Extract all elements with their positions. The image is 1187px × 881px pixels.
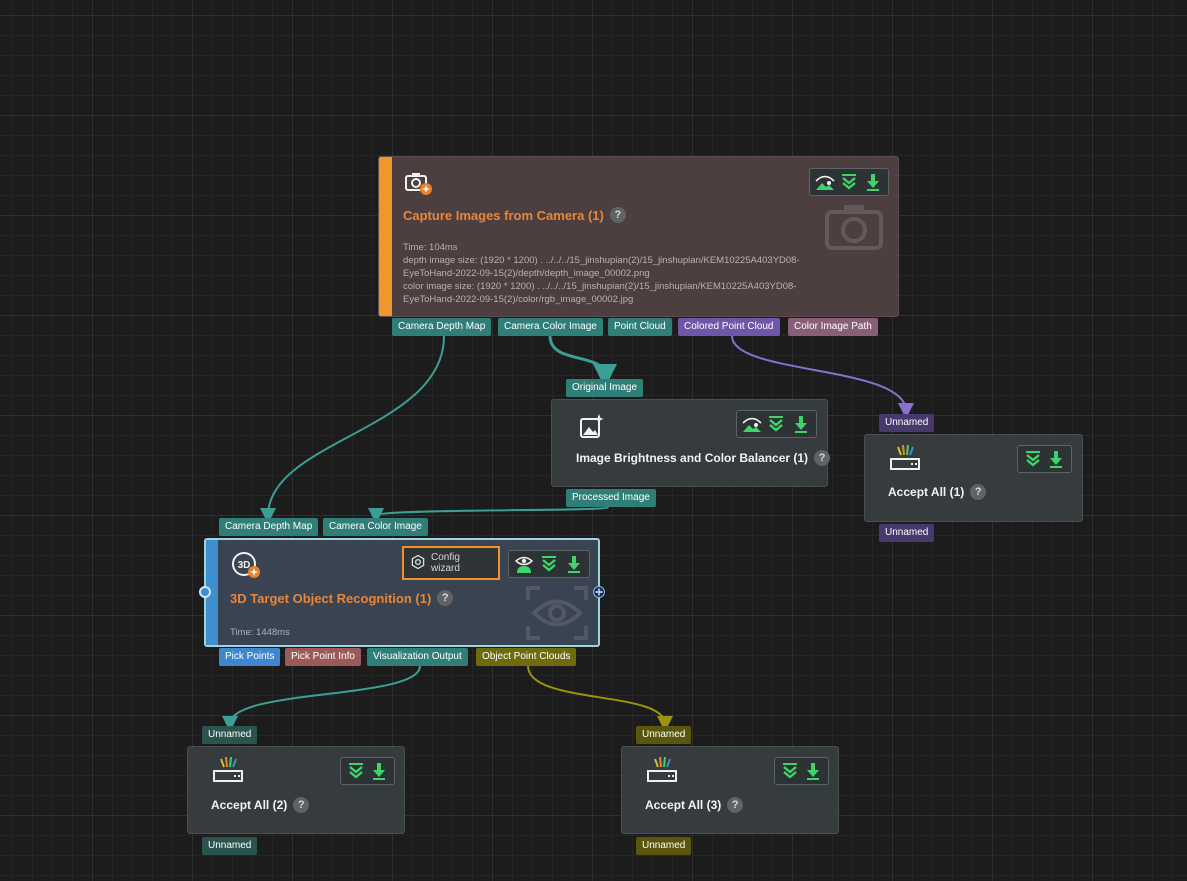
port-camera-depth-map[interactable]: Camera Depth Map: [392, 318, 492, 336]
port-point-cloud[interactable]: Point Cloud: [608, 318, 672, 336]
download-icon[interactable]: [790, 413, 812, 435]
capture-time: Time: 104ms: [403, 242, 458, 253]
accept-all-2-node[interactable]: Accept All (2) ?: [187, 746, 405, 834]
collapse-icon[interactable]: [779, 760, 801, 782]
wire-color-to-brightness: [548, 335, 617, 388]
wire-colored-cloud-to-accept1: [731, 335, 914, 419]
config-wizard-label: Config wizard: [431, 552, 460, 574]
port-unnamed-output[interactable]: Unnamed: [202, 837, 258, 855]
node-accent-bar: [379, 157, 392, 316]
accept-all-1-node[interactable]: Accept All (1) ?: [864, 434, 1083, 522]
help-icon[interactable]: ?: [727, 797, 744, 813]
accept3-node-title: Accept All (3) ?: [645, 797, 744, 813]
accept2-node-title: Accept All (2) ?: [211, 797, 310, 813]
accept-all-icon: [212, 756, 244, 790]
visualize-icon[interactable]: [741, 413, 763, 435]
3d-target-recognition-node[interactable]: 3D Config wizard 3D Target Object Recogn…: [204, 538, 600, 647]
port-unnamed-output[interactable]: Unnamed: [879, 524, 935, 542]
port-unnamed-output[interactable]: Unnamed: [636, 837, 692, 855]
port-object-point-clouds[interactable]: Object Point Clouds: [476, 648, 577, 666]
collapse-icon[interactable]: [765, 413, 787, 435]
port-recog-color-input[interactable]: Camera Color Image: [323, 518, 428, 536]
accept2-node-toolbar: [340, 757, 395, 785]
brightness-node-toolbar: [736, 410, 817, 438]
recognition-time: Time: 1448ms: [230, 627, 290, 638]
download-icon[interactable]: [563, 553, 585, 575]
add-connector-handle[interactable]: [593, 586, 605, 598]
help-icon[interactable]: ?: [814, 450, 831, 466]
accept3-node-toolbar: [774, 757, 829, 785]
wire-visualization-to-accept2: [222, 665, 421, 732]
wire-depth-to-recognition: [260, 335, 445, 524]
color-info-line1: color image size: (1920 * 1200) . ../../…: [403, 281, 797, 292]
wire-pointclouds-to-accept3: [527, 665, 673, 732]
collapse-icon[interactable]: [538, 553, 560, 575]
accept1-node-title: Accept All (1) ?: [888, 484, 987, 500]
settings-icon: [411, 554, 425, 572]
color-info-line2: EyeToHand-2022-09-15(2)/color/rgb_image_…: [403, 294, 634, 305]
plus-icon: [595, 588, 603, 596]
port-camera-color-image[interactable]: Camera Color Image: [498, 318, 603, 336]
eye-icon[interactable]: [513, 553, 535, 575]
image-sparkle-icon: [578, 412, 606, 445]
collapse-icon[interactable]: [345, 760, 367, 782]
capture-node-info: Time: 104ms depth image size: (1920 * 12…: [403, 241, 800, 306]
port-pick-points[interactable]: Pick Points: [219, 648, 281, 666]
brightness-balancer-node[interactable]: Image Brightness and Color Balancer (1) …: [551, 399, 831, 487]
wire-processed-to-recognition: [368, 506, 609, 524]
download-icon[interactable]: [1045, 448, 1067, 470]
help-icon[interactable]: ?: [609, 207, 626, 223]
depth-info-line2: EyeToHand-2022-09-15(2)/depth/depth_imag…: [403, 268, 650, 279]
port-color-image-path[interactable]: Color Image Path: [788, 318, 878, 336]
capture-node-title: Capture Images from Camera (1) ?: [403, 207, 626, 223]
port-original-image[interactable]: Original Image: [566, 379, 644, 397]
port-unnamed-input[interactable]: Unnamed: [636, 726, 692, 744]
download-icon[interactable]: [802, 760, 824, 782]
accept-all-icon: [889, 444, 921, 478]
node-accent-bar: [206, 540, 218, 645]
eye-watermark-icon: [526, 586, 588, 645]
port-recog-depth-input[interactable]: Camera Depth Map: [219, 518, 319, 536]
brightness-node-title: Image Brightness and Color Balancer (1) …: [576, 450, 831, 466]
visualize-icon[interactable]: [814, 171, 836, 193]
camera-icon: [404, 169, 434, 202]
accept-all-icon: [646, 756, 678, 790]
download-icon[interactable]: [862, 171, 884, 193]
left-connector-handle[interactable]: [199, 586, 211, 598]
collapse-icon[interactable]: [1022, 448, 1044, 470]
port-unnamed-input[interactable]: Unnamed: [202, 726, 258, 744]
config-wizard-button[interactable]: Config wizard: [402, 546, 500, 580]
help-icon[interactable]: ?: [437, 590, 454, 606]
help-icon[interactable]: ?: [970, 484, 987, 500]
port-visualization-output[interactable]: Visualization Output: [367, 648, 468, 666]
accept1-node-toolbar: [1017, 445, 1072, 473]
help-icon[interactable]: ?: [293, 797, 310, 813]
recognition-node-toolbar: [508, 550, 590, 578]
capture-images-node[interactable]: Capture Images from Camera (1) ? Time: 1…: [378, 156, 899, 317]
capture-node-toolbar: [809, 168, 889, 196]
recognition-node-title: 3D Target Object Recognition (1) ?: [230, 590, 454, 606]
3d-recognition-icon: 3D: [230, 550, 262, 585]
camera-watermark-icon: [824, 202, 884, 257]
port-colored-point-cloud[interactable]: Colored Point Cloud: [678, 318, 780, 336]
port-unnamed-input[interactable]: Unnamed: [879, 414, 935, 432]
download-icon[interactable]: [368, 760, 390, 782]
accept-all-3-node[interactable]: Accept All (3) ?: [621, 746, 839, 834]
depth-info-line1: depth image size: (1920 * 1200) . ../../…: [403, 255, 800, 266]
svg-text:3D: 3D: [238, 560, 251, 571]
collapse-icon[interactable]: [838, 171, 860, 193]
port-processed-image[interactable]: Processed Image: [566, 489, 656, 507]
port-pick-point-info[interactable]: Pick Point Info: [285, 648, 361, 666]
